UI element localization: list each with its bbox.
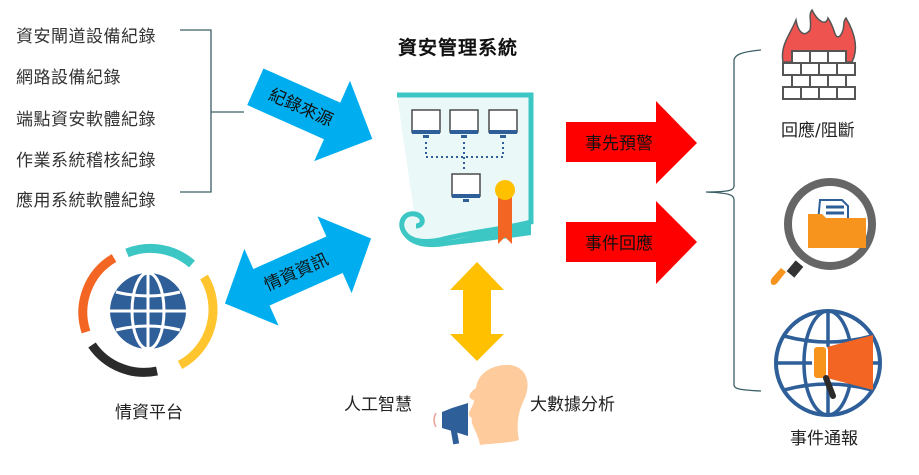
- log-source-item: 應用系統軟體紀錄: [16, 191, 156, 211]
- log-source-item: 資安閘道設備紀錄: [16, 27, 156, 47]
- early-warning-arrow-label: 事先預警: [585, 134, 653, 154]
- incident-response-arrow-label: 事件回應: [585, 233, 653, 254]
- system-title: 資安管理系統: [398, 37, 519, 59]
- log-source-item: 端點資安軟體紀錄: [16, 110, 156, 130]
- intel-platform-label: 情資平台: [115, 403, 183, 423]
- log-source-item: 作業系統稽核紀錄: [16, 151, 156, 171]
- outcome-label-block: 回應/阻斷: [781, 121, 855, 141]
- log-source-item: 網路設備紀錄: [16, 68, 121, 88]
- ai-label: 人工智慧: [344, 395, 412, 415]
- outcome-label-notify: 事件通報: [790, 429, 858, 449]
- big-data-label: 大數據分析: [530, 395, 615, 415]
